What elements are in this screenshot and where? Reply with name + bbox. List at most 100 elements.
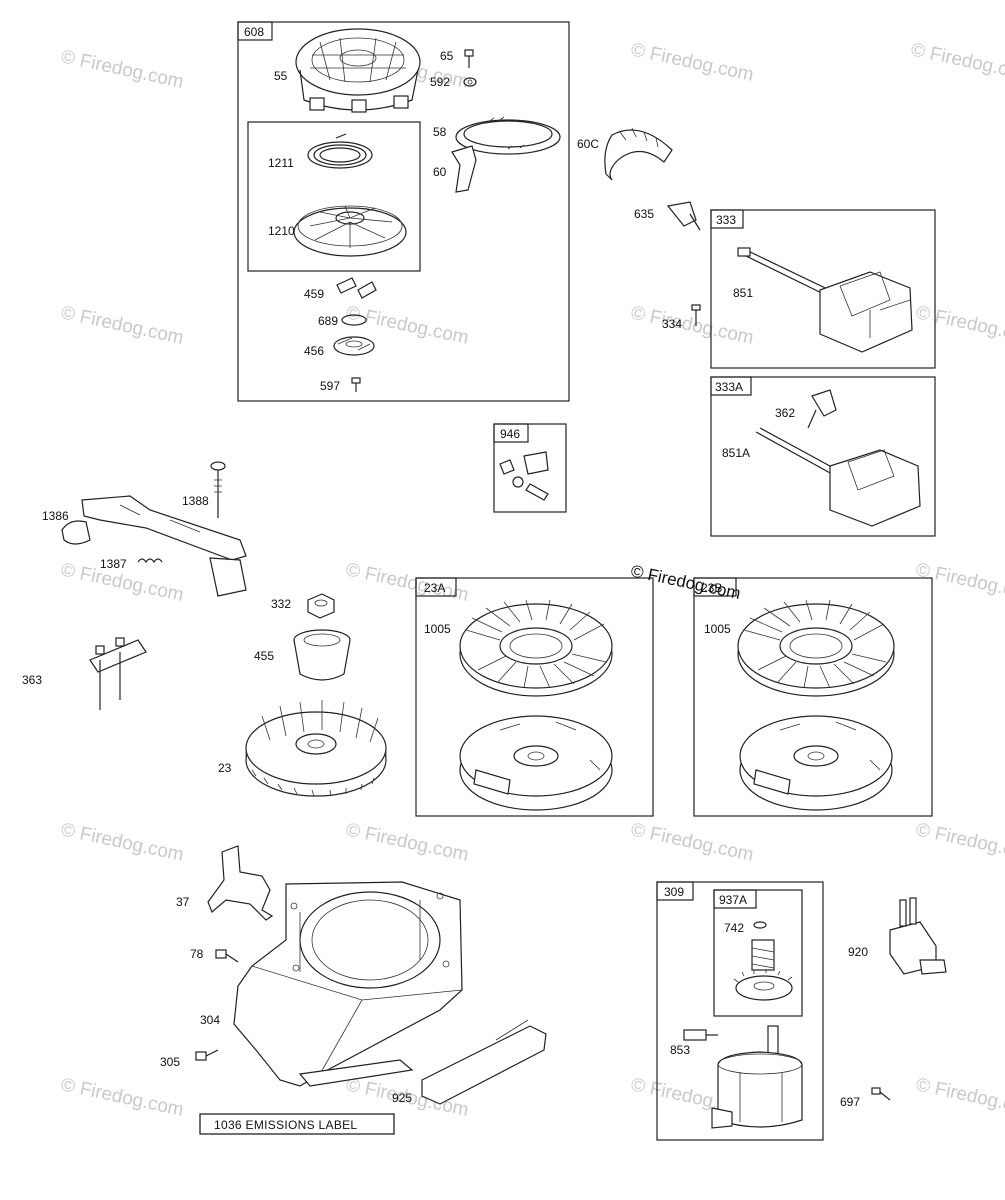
part-label-853: 853 <box>670 1043 690 1057</box>
group-333A-frame <box>710 376 936 537</box>
bolt-part[interactable] <box>464 49 474 68</box>
watermark: © Firedog.com <box>914 302 1005 349</box>
starter-pulley-part[interactable] <box>293 205 407 257</box>
starter-connector-part[interactable] <box>683 1029 718 1041</box>
part-label-697: 697 <box>840 1095 860 1109</box>
copyright-stamp: © Firedog.com <box>629 561 742 603</box>
flywheel-fan-alt-part[interactable] <box>737 599 895 697</box>
part-label-304: 304 <box>200 1013 220 1027</box>
part-label-1005-b: 1005 <box>704 622 731 636</box>
group-309-frame <box>656 881 824 1141</box>
screw-part[interactable] <box>351 377 361 392</box>
group-333-label: 333 <box>716 213 736 227</box>
emissions-label-text: 1036 EMISSIONS LABEL <box>214 1118 357 1132</box>
watermark: © Firedog.com <box>629 39 756 86</box>
flywheel-magnet-part[interactable] <box>459 715 613 811</box>
group-23A-tag <box>415 577 457 597</box>
watermark: © Firedog.com <box>909 39 1005 86</box>
part-label-1387: 1387 <box>100 557 127 571</box>
group-333[interactable]: 333 851 <box>710 209 936 369</box>
starter-motor-part[interactable] <box>711 1025 803 1129</box>
group-608[interactable]: 608 55 65 592 58 <box>237 21 570 402</box>
pulley-subgroup-frame <box>247 121 421 272</box>
group-608-frame <box>237 21 570 402</box>
group-946[interactable]: 946 <box>493 423 567 513</box>
screw-334-part[interactable] <box>691 304 701 326</box>
watermark: © Firedog.com <box>914 1074 1005 1121</box>
part-label-65: 65 <box>440 49 454 63</box>
spark-boot-362-part[interactable] <box>807 389 837 429</box>
spark-plug-boot-part[interactable] <box>666 201 701 231</box>
flywheel-nut-part[interactable] <box>307 593 335 619</box>
group-333A[interactable]: 333A 362 851A <box>710 376 936 537</box>
governor-spring-part[interactable] <box>137 558 163 564</box>
starter-dog-part[interactable] <box>336 277 377 299</box>
part-label-363: 363 <box>22 673 42 687</box>
group-946-label: 946 <box>500 427 520 441</box>
part-label-362: 362 <box>775 406 795 420</box>
part-label-1210: 1210 <box>268 224 295 238</box>
nut-part[interactable] <box>463 77 477 87</box>
governor-bolt-part[interactable] <box>210 461 226 518</box>
part-label-1211: 1211 <box>268 156 294 170</box>
ignition-armature-part[interactable] <box>737 247 913 353</box>
part-label-60C: 60C <box>577 137 599 151</box>
blower-housing-part[interactable] <box>233 881 463 1087</box>
starter-retainer-part[interactable] <box>333 336 375 356</box>
group-23A[interactable]: 23A 1005 <box>415 577 654 817</box>
part-label-60: 60 <box>433 165 447 179</box>
part-label-1386: 1386 <box>42 509 69 523</box>
mounting-bracket-part[interactable] <box>89 637 147 710</box>
governor-lever-part[interactable] <box>61 495 247 597</box>
flywheel-magnet-alt-part[interactable] <box>739 715 893 811</box>
group-608-label: 608 <box>244 25 264 39</box>
part-label-925: 925 <box>392 1091 412 1105</box>
part-label-851A: 851A <box>722 446 750 460</box>
group-23B-frame <box>693 577 933 817</box>
part-label-592: 592 <box>430 75 450 89</box>
pinion-gear-part[interactable] <box>733 939 793 1001</box>
part-label-55: 55 <box>274 69 288 83</box>
group-333A-tag <box>710 376 752 396</box>
air-guide-part[interactable] <box>207 845 274 921</box>
part-label-334: 334 <box>662 317 682 331</box>
part-label-635: 635 <box>634 207 654 221</box>
part-label-37: 37 <box>176 895 190 909</box>
starter-handle-part[interactable] <box>451 145 477 193</box>
group-937A-label: 937A <box>719 893 747 907</box>
screw-697-part[interactable] <box>871 1087 891 1101</box>
part-label-920: 920 <box>848 945 868 959</box>
starter-handle-alt-part[interactable] <box>604 127 673 181</box>
group-333-frame <box>710 209 936 369</box>
group-23B-tag <box>693 577 737 597</box>
group-309[interactable]: 309 937A 742 853 <box>656 881 824 1141</box>
emissions-label-box: 1036 EMISSIONS LABEL <box>199 1113 395 1135</box>
group-946-tag <box>493 423 529 443</box>
part-label-851: 851 <box>733 286 753 300</box>
starter-cup-part[interactable] <box>293 629 351 681</box>
screw-305-part[interactable] <box>195 1049 219 1061</box>
rewind-spring-part[interactable] <box>307 133 373 169</box>
part-label-689: 689 <box>318 314 338 328</box>
retainer-ring-part[interactable] <box>341 314 367 326</box>
watermark: © Firedog.com <box>914 819 1005 866</box>
starter-housing-part[interactable] <box>295 28 421 113</box>
part-label-459: 459 <box>304 287 324 301</box>
screw-78-part[interactable] <box>215 949 239 963</box>
part-label-305: 305 <box>160 1055 180 1069</box>
ignition-armature-alt-part[interactable] <box>755 427 921 527</box>
part-label-58: 58 <box>433 125 447 139</box>
group-333A-label: 333A <box>715 380 743 394</box>
housing-baffle-part[interactable] <box>421 1019 547 1105</box>
flywheel-fan-part[interactable] <box>459 599 613 697</box>
watermark: © Firedog.com <box>59 1074 186 1121</box>
ground-clip-hardware-part[interactable] <box>499 451 549 501</box>
watermark: © Firedog.com <box>629 819 756 866</box>
group-23B[interactable]: 23B 1005 <box>693 577 933 817</box>
flywheel-part[interactable] <box>245 700 387 797</box>
starter-solenoid-part[interactable] <box>889 897 947 975</box>
pinion-clip-part[interactable] <box>753 921 767 929</box>
watermark: © Firedog.com <box>59 46 186 93</box>
starter-rope-part[interactable] <box>455 116 561 155</box>
